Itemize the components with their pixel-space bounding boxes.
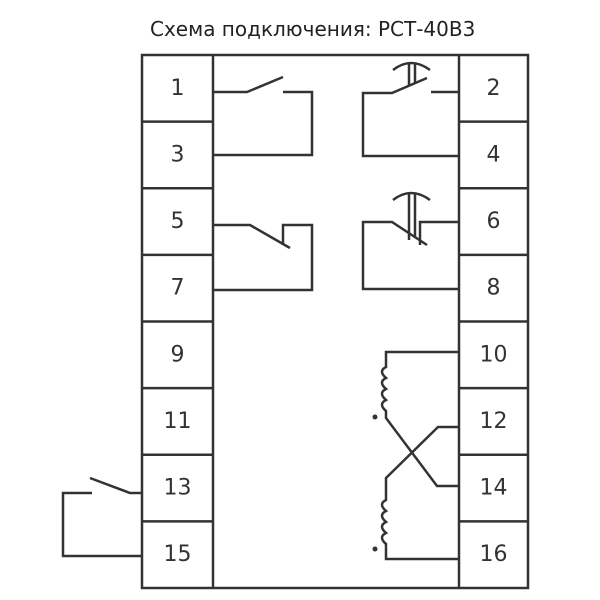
coil-2-polarity-dot	[372, 546, 378, 552]
terminal-label-4: 4	[487, 142, 501, 167]
terminal-label-2: 2	[487, 76, 501, 101]
terminal-label-1: 1	[171, 76, 185, 101]
diagram-title: Схема подключения: РСТ-40В3	[150, 17, 476, 41]
terminal-label-14: 14	[480, 476, 508, 501]
terminal-label-8: 8	[487, 276, 501, 301]
contact-1-3-no	[213, 75, 314, 157]
external-switch-13-15	[61, 476, 142, 558]
contact-6-8-nc	[361, 220, 459, 291]
terminal-label-5: 5	[171, 209, 185, 234]
terminal-label-10: 10	[480, 342, 508, 367]
contact-2-4-no	[361, 76, 459, 158]
mushroom-button-icon-1	[392, 61, 431, 86]
relay-body-outline	[140, 53, 530, 590]
coil-1	[380, 350, 459, 488]
terminal-label-9: 9	[171, 342, 185, 367]
contact-5-7-nc	[213, 223, 314, 292]
terminal-label-7: 7	[171, 276, 185, 301]
terminal-label-12: 12	[480, 409, 508, 434]
terminal-label-3: 3	[171, 142, 185, 167]
mushroom-button-icon-2	[392, 191, 431, 240]
terminal-label-13: 13	[164, 476, 192, 501]
terminal-label-6: 6	[487, 209, 501, 234]
terminal-block-right: 2 4 6 8 10 12 14 16	[459, 76, 528, 567]
terminal-label-16: 16	[480, 542, 508, 567]
terminal-label-15: 15	[164, 542, 192, 567]
coil-2	[380, 425, 459, 561]
coil-1-polarity-dot	[372, 414, 378, 420]
terminal-label-11: 11	[164, 409, 192, 434]
